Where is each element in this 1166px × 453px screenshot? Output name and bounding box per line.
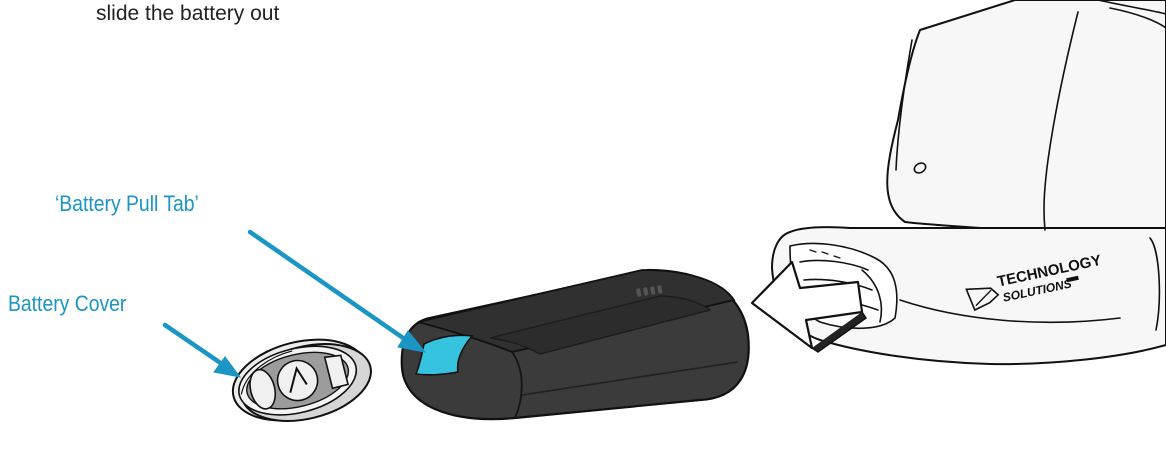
battery-marks (636, 285, 663, 297)
battery (400, 268, 750, 421)
battery-pull-tab (414, 334, 474, 376)
pull-tab-label: ‘Battery Pull Tab’ (55, 191, 199, 216)
pull-tab-leader-line (247, 229, 409, 343)
battery-cover (231, 338, 372, 422)
pull-tab-arrowhead (397, 330, 427, 353)
logo-mark-icon (965, 287, 1000, 312)
cover-arrowhead (213, 356, 242, 378)
instruction-text: slide the battery out (96, 2, 280, 25)
arrow-left-icon (750, 260, 868, 353)
callout-arrows (162, 229, 427, 378)
battery-cover-label: Battery Cover (8, 291, 127, 316)
cover-leader-line (162, 322, 225, 367)
